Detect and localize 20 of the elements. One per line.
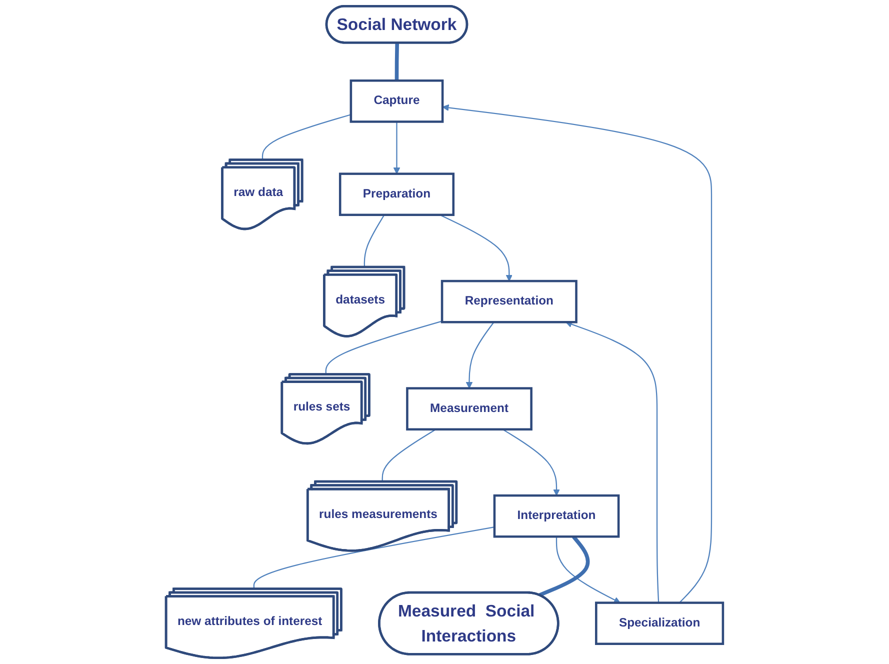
connector [382, 428, 436, 482]
arrow [442, 104, 712, 604]
node-box: Representation [440, 280, 578, 324]
node-box: Capture [350, 80, 444, 123]
arrow [440, 214, 512, 282]
node-box: Specialization [595, 602, 724, 645]
connector [364, 214, 385, 268]
connector [262, 114, 352, 160]
connector [394, 42, 400, 81]
node-box: Preparation [338, 172, 455, 216]
connector [325, 320, 442, 375]
arrow [565, 321, 660, 603]
arrow [466, 322, 494, 389]
arrow [393, 122, 400, 174]
arrow [556, 536, 620, 604]
node-box: Measurement [406, 387, 532, 430]
node-box: Interpretation [493, 494, 620, 538]
connector [253, 526, 495, 590]
connector [538, 535, 590, 597]
arrow [502, 428, 560, 496]
